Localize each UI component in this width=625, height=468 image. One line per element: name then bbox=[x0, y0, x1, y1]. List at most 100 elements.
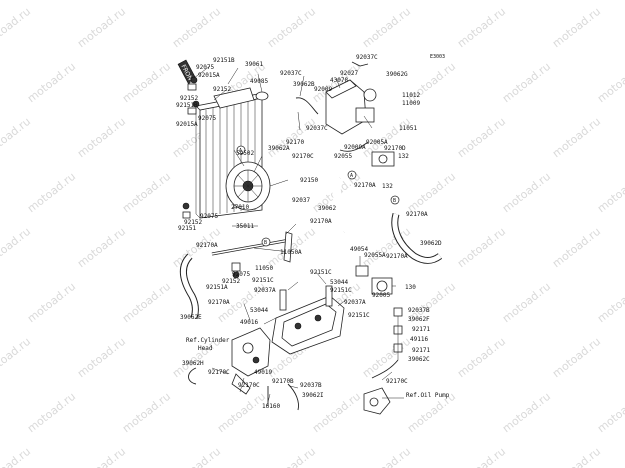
part-label: 92152 bbox=[184, 219, 203, 226]
part-label: 39062A bbox=[268, 145, 290, 152]
part-label: 92075 bbox=[200, 213, 219, 220]
part-label: 130 bbox=[405, 284, 416, 291]
thermostat-housing bbox=[355, 151, 395, 295]
part-label: 11050A bbox=[280, 249, 302, 256]
diagram-code: E3003 bbox=[430, 54, 446, 60]
part-label: 92170A bbox=[196, 242, 218, 249]
part-label: 39062G bbox=[386, 71, 408, 78]
part-label: 92152 bbox=[222, 278, 241, 285]
part-label: Head bbox=[198, 345, 213, 352]
part-label: 92171 bbox=[412, 347, 431, 354]
upper-hoses bbox=[295, 97, 443, 264]
part-label: 92170A bbox=[310, 218, 332, 225]
part-label: 92037A bbox=[344, 299, 366, 306]
part-label: 53044 bbox=[330, 279, 349, 286]
part-label: 11009 bbox=[402, 100, 421, 107]
part-label: 92151B bbox=[176, 102, 198, 109]
part-label: 39062B bbox=[293, 81, 315, 88]
part-label: 11051 bbox=[399, 125, 418, 132]
part-label: 132 bbox=[382, 183, 393, 190]
part-label: 49019 bbox=[254, 369, 273, 376]
ref-marker-a-1 bbox=[236, 145, 246, 155]
part-label: 92170A bbox=[208, 299, 230, 306]
part-label: 53044 bbox=[250, 307, 269, 314]
part-label: 92151C bbox=[348, 312, 370, 319]
svg-text:B: B bbox=[393, 198, 396, 204]
ref-marker-a-2 bbox=[347, 170, 357, 180]
radiator-cap bbox=[255, 91, 269, 101]
part-label: 92037C bbox=[280, 70, 302, 77]
part-label: 92015A bbox=[198, 72, 220, 79]
part-label: Ref.Oil Pump bbox=[406, 392, 450, 399]
part-label: 92151C bbox=[252, 277, 274, 284]
svg-text:A: A bbox=[239, 148, 242, 154]
part-label: 132 bbox=[398, 153, 409, 160]
reservoir-tank bbox=[325, 61, 377, 135]
part-label: 92170 bbox=[286, 139, 305, 146]
part-label: 92152 bbox=[213, 86, 232, 93]
oil-pump-fittings bbox=[363, 307, 403, 415]
part-label: 92170C bbox=[208, 369, 230, 376]
part-label: 92027 bbox=[340, 70, 359, 77]
part-label: 39062E bbox=[180, 314, 202, 321]
part-label: 92170A bbox=[386, 253, 408, 260]
pipes bbox=[211, 231, 293, 263]
left-mount-hardware bbox=[182, 76, 241, 279]
part-label: 92005 bbox=[372, 292, 391, 299]
part-label: 49085 bbox=[250, 78, 269, 85]
part-label: 39062I bbox=[302, 392, 324, 399]
part-label: 92075 bbox=[196, 64, 215, 71]
part-label: 49054 bbox=[350, 246, 369, 253]
part-label: 92150 bbox=[300, 177, 319, 184]
part-label: 92151 bbox=[178, 225, 197, 232]
part-label: 92152 bbox=[180, 95, 199, 102]
coolant-pipe-cover bbox=[271, 285, 345, 355]
part-label: 39062F bbox=[408, 316, 430, 323]
part-label: 92151B bbox=[213, 57, 235, 64]
part-label: 92170D bbox=[384, 145, 406, 152]
part-label: 92170C bbox=[386, 378, 408, 385]
part-label: 92037B bbox=[300, 382, 322, 389]
part-label: 92037C bbox=[356, 54, 378, 61]
part-label: 39062H bbox=[182, 360, 204, 367]
part-label: 92005A bbox=[366, 139, 388, 146]
part-label: 39062C bbox=[408, 356, 430, 363]
part-label: 49116 bbox=[410, 336, 429, 343]
part-label: 92037 bbox=[292, 197, 311, 204]
part-label: 92170A bbox=[406, 211, 428, 218]
cooling-fan bbox=[225, 161, 271, 211]
part-label: 92009A bbox=[344, 144, 366, 151]
part-label: 92037C bbox=[306, 125, 328, 132]
part-label: 43078 bbox=[330, 77, 349, 84]
part-label: 92151C bbox=[330, 287, 352, 294]
svg-text:B: B bbox=[264, 240, 267, 246]
part-label: 11050 bbox=[255, 265, 274, 272]
part-label: 59502 bbox=[236, 150, 255, 157]
svg-text:A: A bbox=[350, 173, 353, 179]
part-label: 92037B bbox=[408, 307, 430, 314]
part-label: 35011 bbox=[236, 223, 255, 230]
part-label: 92009 bbox=[314, 86, 333, 93]
part-label: 92171 bbox=[412, 326, 431, 333]
part-label: 92151C bbox=[310, 269, 332, 276]
bottom-hoses bbox=[267, 383, 299, 411]
ref-marker-b-2 bbox=[261, 237, 271, 247]
part-label: 39062 bbox=[318, 205, 337, 212]
part-label: 92055A bbox=[364, 252, 386, 259]
part-label: 11012 bbox=[402, 92, 421, 99]
part-label: 92075 bbox=[232, 271, 251, 278]
part-label: 39062D bbox=[420, 240, 442, 247]
part-label: 92037A bbox=[254, 287, 276, 294]
part-label: 92170C bbox=[238, 382, 260, 389]
part-label: 39061 bbox=[245, 61, 264, 68]
part-label: 16160 bbox=[262, 403, 281, 410]
part-label: 92055 bbox=[334, 153, 353, 160]
part-label: 92170B bbox=[272, 378, 294, 385]
leader-lines bbox=[193, 65, 404, 403]
ref-markers: A A B B bbox=[236, 145, 400, 247]
part-label: 49016 bbox=[240, 319, 259, 326]
part-label: 27010 bbox=[231, 204, 250, 211]
part-label: 92170C bbox=[292, 153, 314, 160]
